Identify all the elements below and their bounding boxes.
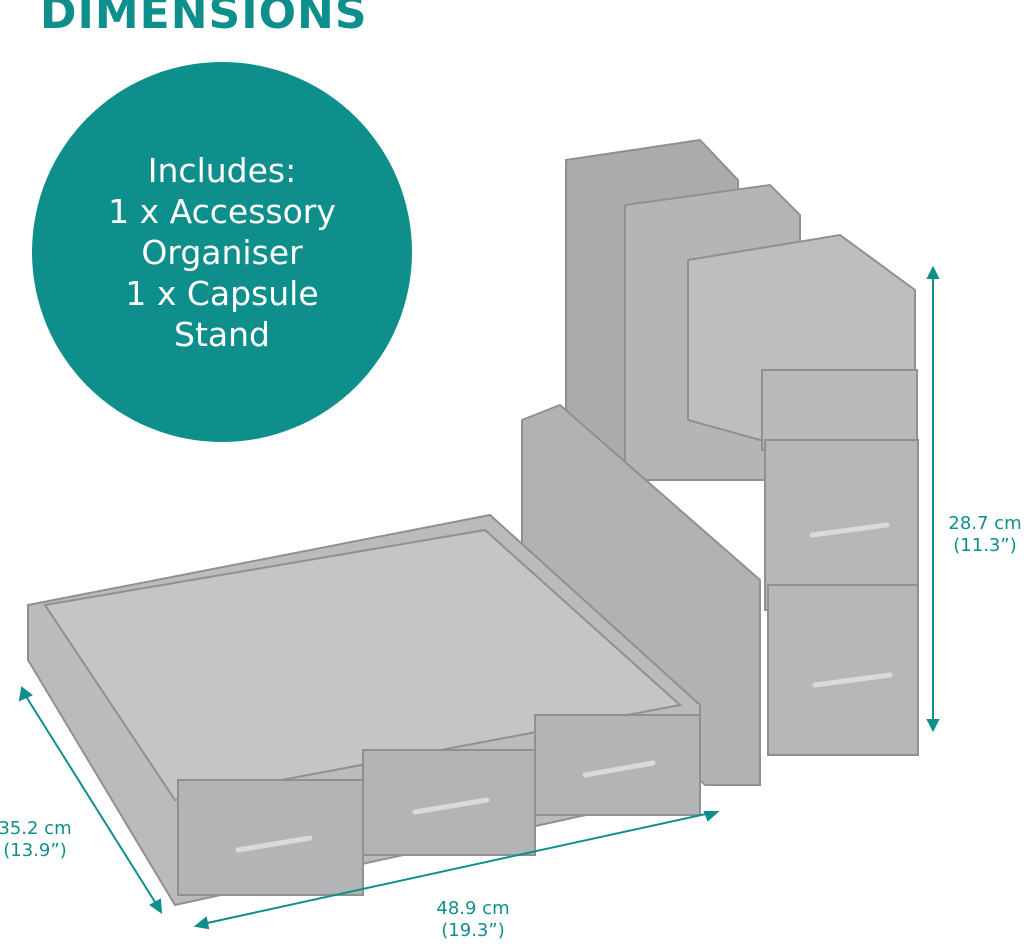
includes-line: 1 x Capsule	[125, 273, 319, 313]
width-imperial: (19.3”)	[441, 920, 505, 941]
includes-badge: Includes: 1 x Accessory Organiser 1 x Ca…	[32, 62, 412, 442]
depth-dimension: 35.2 cm (13.9”)	[0, 818, 90, 862]
drawer-top	[764, 439, 919, 611]
height-dimension: 28.7 cm (11.3”)	[930, 513, 1024, 557]
includes-line: Stand	[174, 314, 270, 354]
depth-arrow	[21, 689, 161, 911]
depth-metric: 35.2 cm	[0, 818, 72, 839]
includes-line: Organiser	[141, 232, 303, 272]
page-title: DIMENSIONS	[40, 0, 368, 39]
height-metric: 28.7 cm	[948, 513, 1022, 534]
includes-line: 1 x Accessory	[108, 191, 336, 231]
depth-imperial: (13.9”)	[3, 840, 67, 861]
stand-drawer	[534, 714, 701, 816]
drawer-handle	[809, 522, 890, 538]
drawer-handle	[812, 672, 893, 688]
width-metric: 48.9 cm	[436, 898, 510, 919]
includes-heading: Includes:	[147, 150, 297, 190]
drawer-handle	[582, 760, 656, 778]
drawer-handle	[412, 797, 490, 815]
drawer-bottom	[767, 584, 919, 756]
stand-drawer	[177, 779, 364, 896]
small-drawer	[761, 369, 918, 451]
stand-drawer	[362, 749, 536, 856]
width-arrow	[197, 811, 716, 926]
height-imperial: (11.3”)	[953, 535, 1017, 556]
width-dimension: 48.9 cm (19.3”)	[418, 898, 528, 942]
drawer-handle	[235, 835, 313, 853]
stand-top	[43, 528, 683, 802]
